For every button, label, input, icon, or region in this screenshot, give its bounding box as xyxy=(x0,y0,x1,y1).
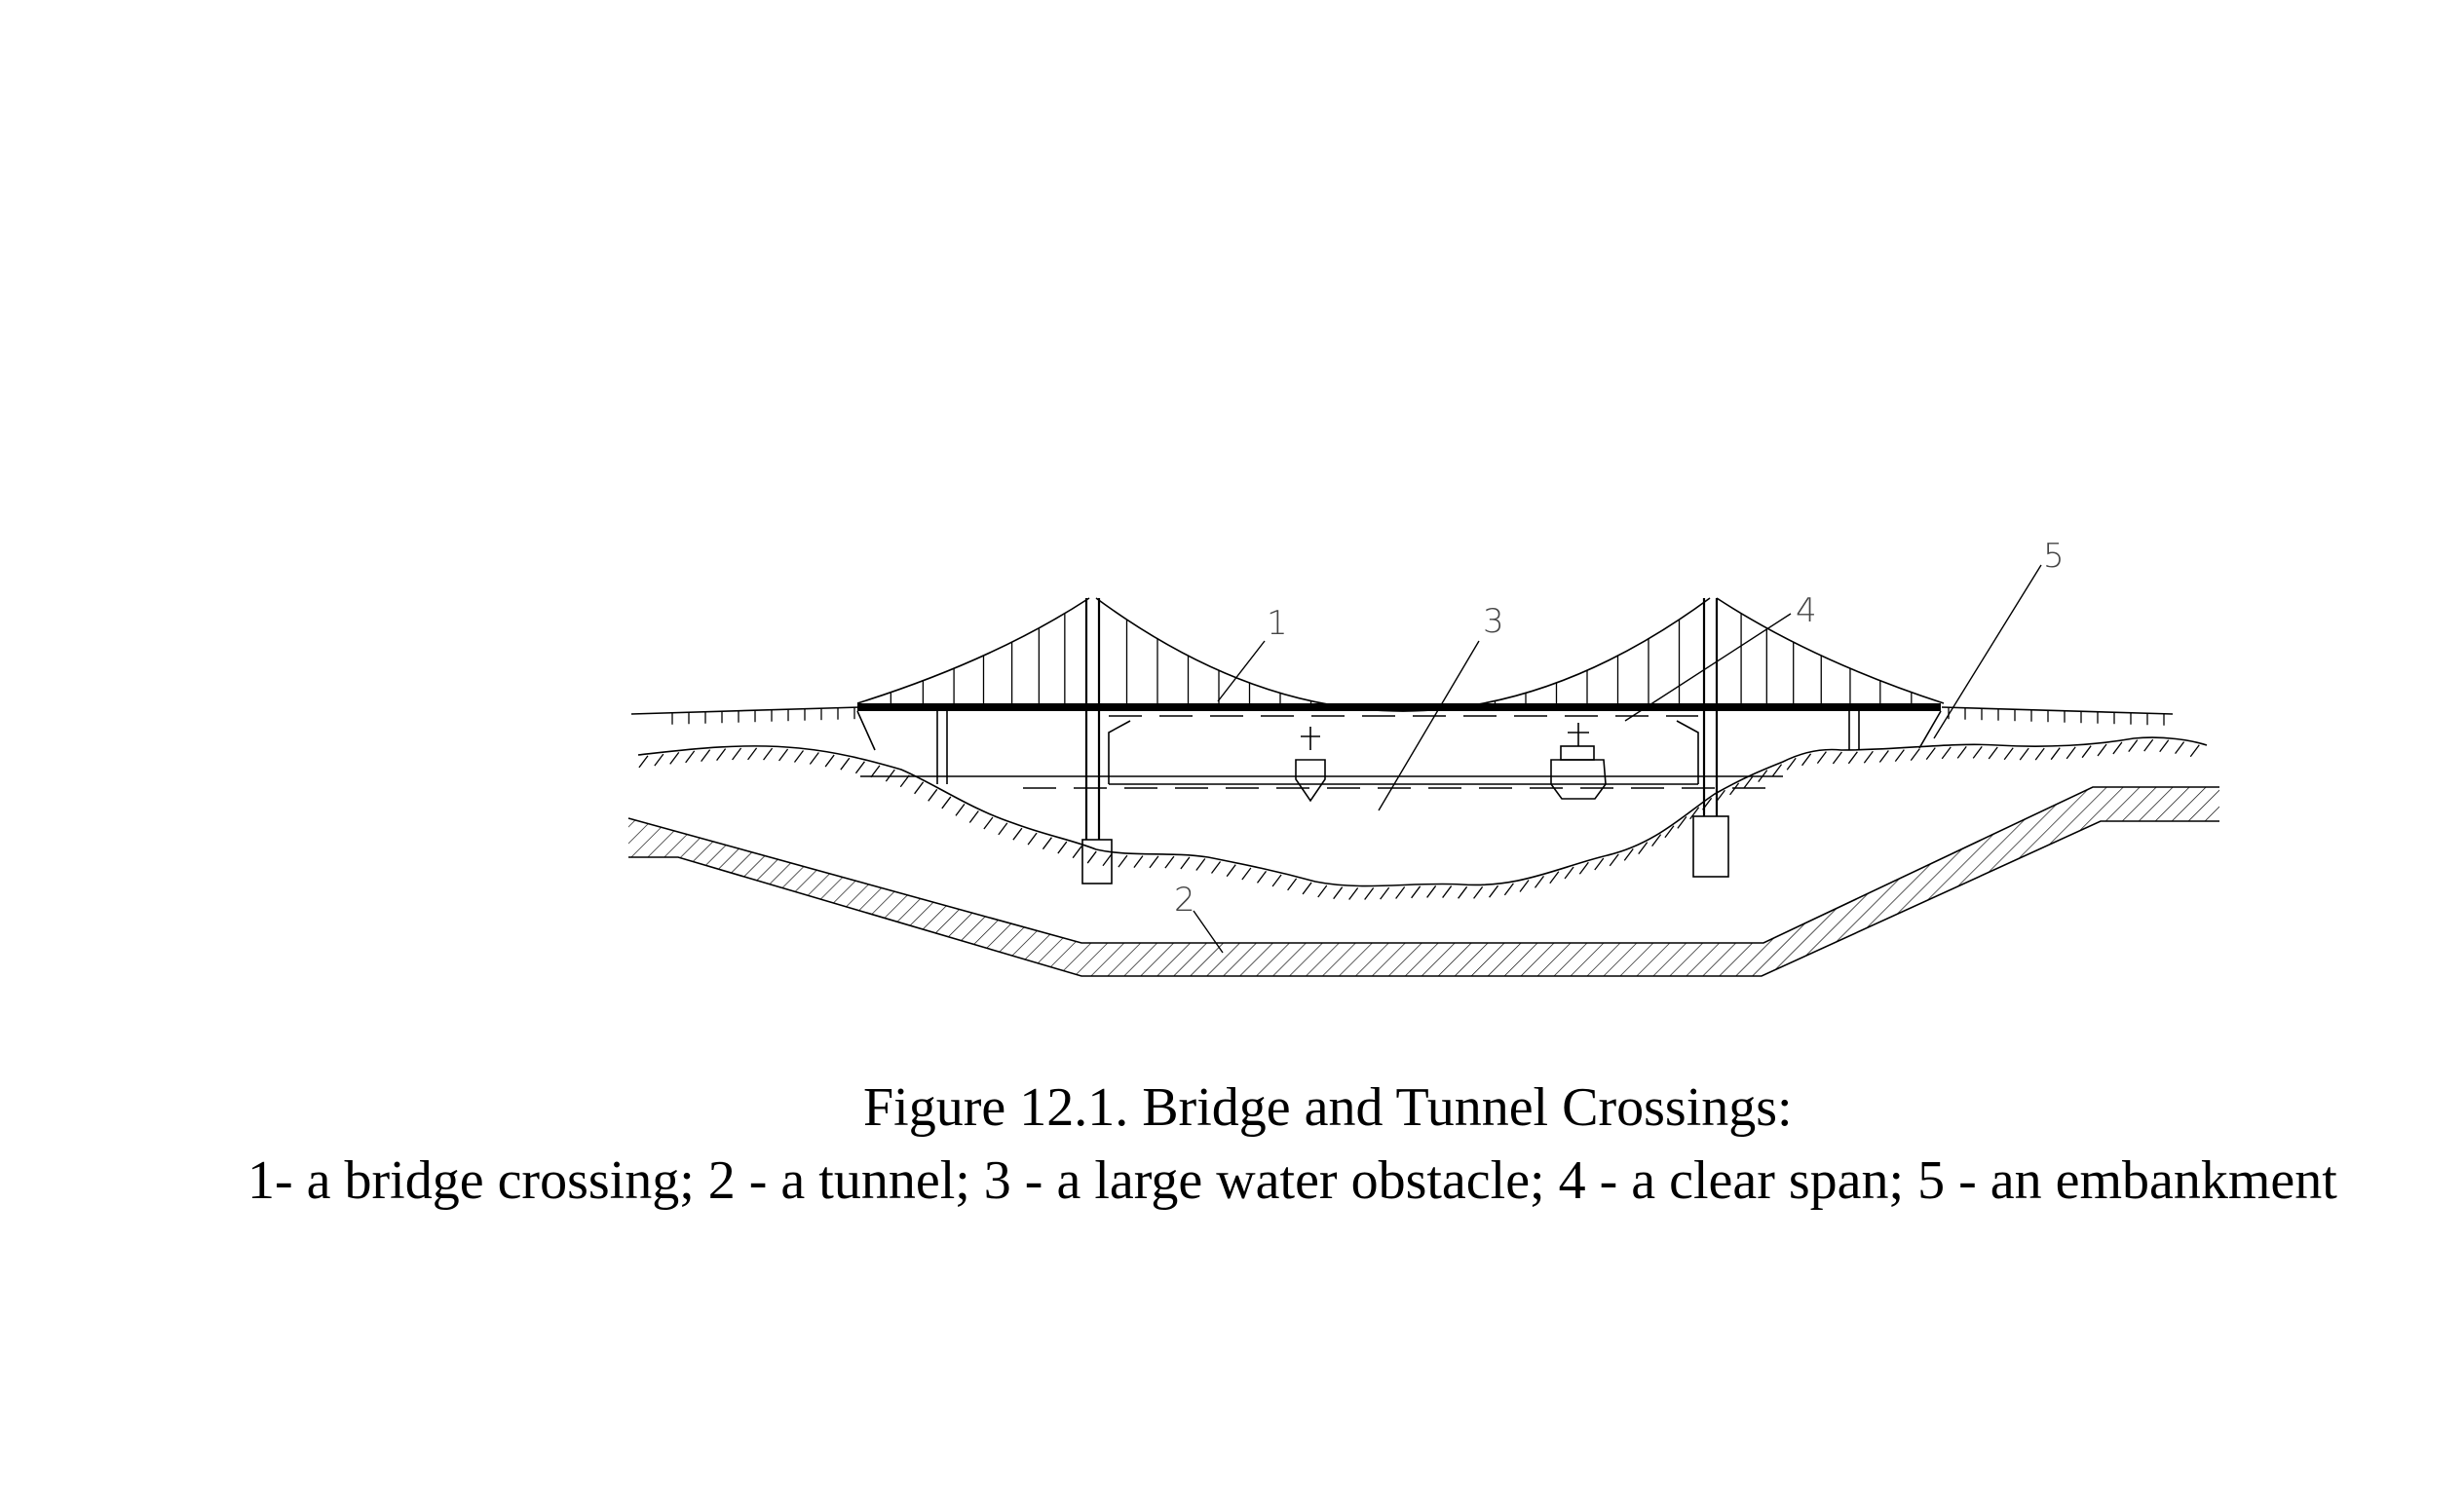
tower-left xyxy=(1081,598,1113,884)
callout-2: 2 xyxy=(1174,881,1195,920)
approach-piers xyxy=(936,708,1860,784)
callout-1: 1 xyxy=(1267,604,1288,643)
callout-5: 5 xyxy=(2043,537,2065,576)
surface-terrain xyxy=(630,706,2174,726)
abutments xyxy=(856,710,1942,751)
tunnel xyxy=(627,786,2219,977)
suspension-cables xyxy=(856,597,1945,712)
ship-right xyxy=(1550,723,1607,800)
callout-3: 3 xyxy=(1483,602,1504,641)
clear-span xyxy=(1023,715,1783,789)
figure-legend: 1- a bridge crossing; 2 - a tunnel; 3 - … xyxy=(247,1150,2337,1211)
bridge-deck xyxy=(857,703,1941,711)
ship-left xyxy=(1295,727,1326,803)
leader-lines xyxy=(1193,564,2042,954)
figure-title: Figure 12.1. Bridge and Tunnel Crossings… xyxy=(863,1077,1793,1138)
callout-4: 4 xyxy=(1796,591,1817,630)
